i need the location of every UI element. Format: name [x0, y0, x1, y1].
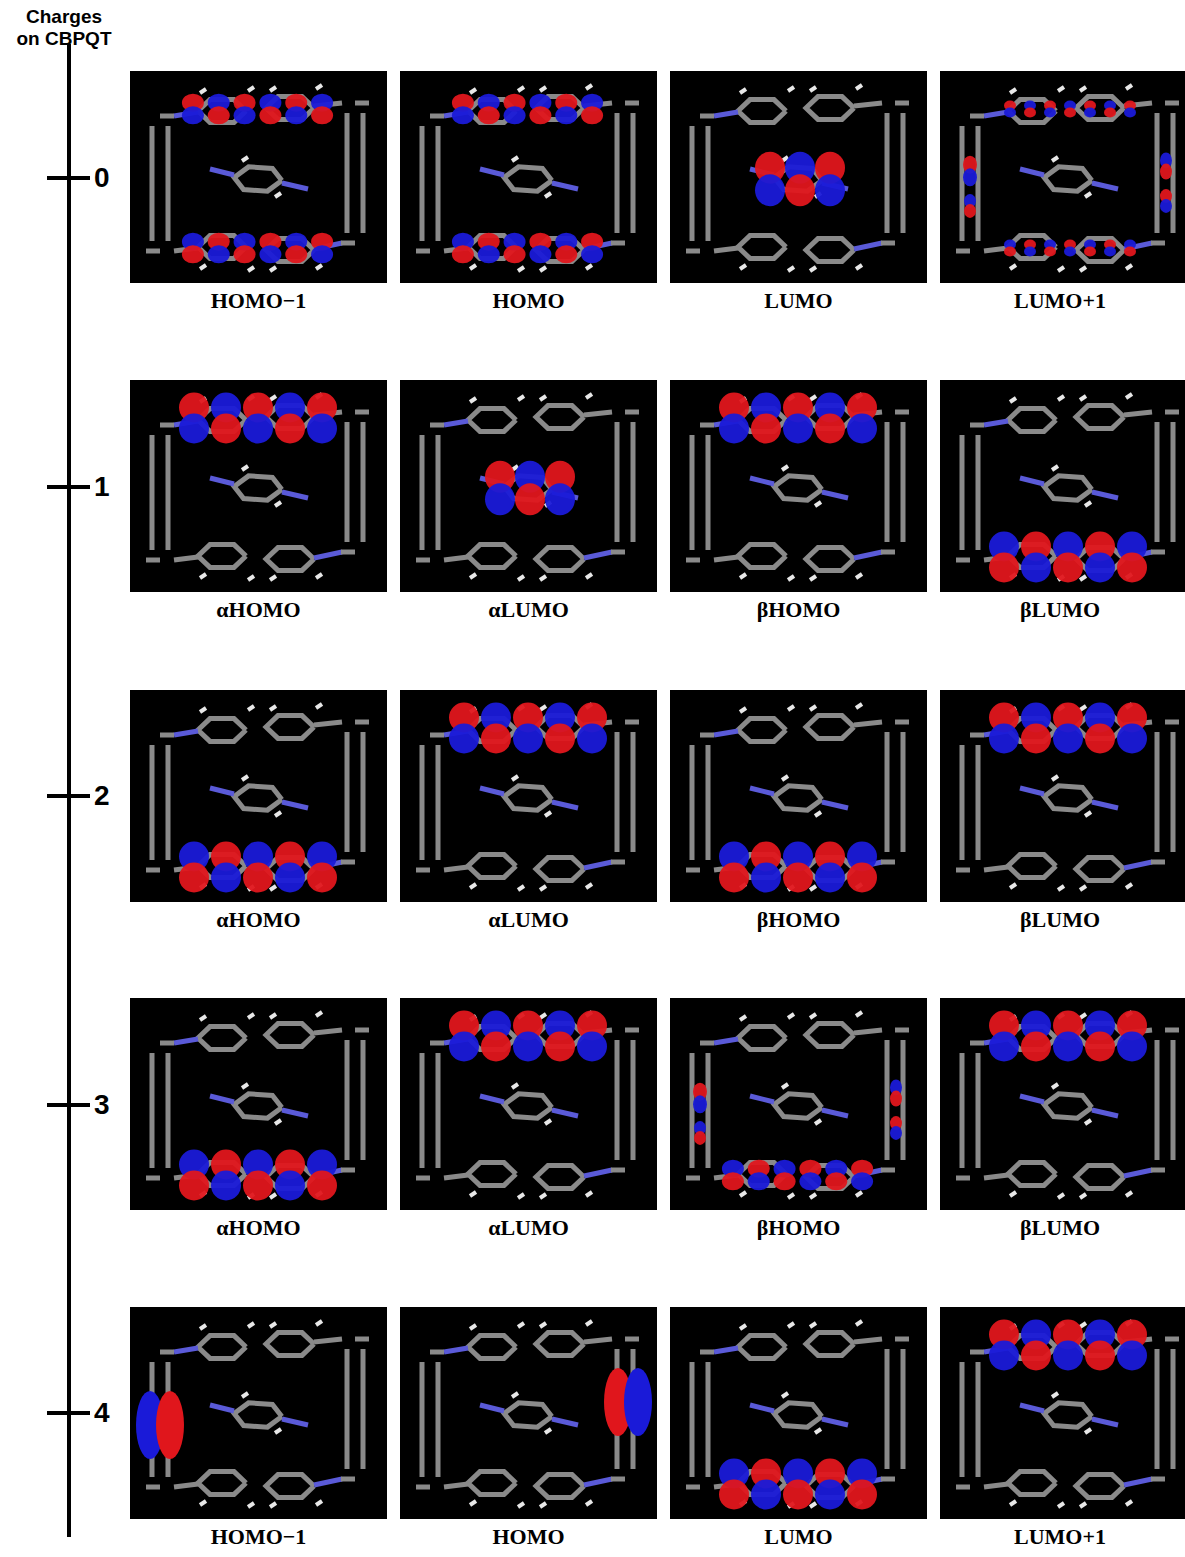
- orbital-panel: [670, 1307, 927, 1519]
- orbital-panel: [670, 380, 927, 592]
- axis-title: Charges on CBPQT: [14, 6, 114, 50]
- orbital-panel: [940, 690, 1185, 902]
- orbital-label: LUMO: [670, 289, 927, 313]
- orbital-panel: [130, 690, 387, 902]
- orbital-label: LUMO+1: [940, 289, 1180, 313]
- orbital-label: αHOMO: [130, 908, 387, 932]
- axis-tick: [47, 1411, 90, 1415]
- orbital-label: αLUMO: [400, 908, 657, 932]
- orbital-panel: [940, 1307, 1185, 1519]
- orbital-label: LUMO: [670, 1525, 927, 1549]
- orbital-label: βHOMO: [670, 908, 927, 932]
- orbital-panel: [670, 998, 927, 1210]
- orbital-label: HOMO: [400, 289, 657, 313]
- orbital-panel: [940, 380, 1185, 592]
- axis-tick: [47, 794, 90, 798]
- orbital-panel: [130, 380, 387, 592]
- tick-number: 4: [94, 1399, 124, 1427]
- orbital-panel: [670, 71, 927, 283]
- orbital-label: LUMO+1: [940, 1525, 1180, 1549]
- orbital-panel: [400, 71, 657, 283]
- orbital-label: αLUMO: [400, 598, 657, 622]
- orbital-panel: [130, 71, 387, 283]
- orbital-panel: [400, 1307, 657, 1519]
- orbital-label: HOMO−1: [130, 289, 387, 313]
- orbital-label: βLUMO: [940, 1216, 1180, 1240]
- tick-number: 1: [94, 473, 124, 501]
- orbital-panel: [130, 998, 387, 1210]
- orbital-label: HOMO−1: [130, 1525, 387, 1549]
- axis-tick: [47, 485, 90, 489]
- tick-number: 0: [94, 164, 124, 192]
- orbital-panel: [940, 998, 1185, 1210]
- orbital-label: αHOMO: [130, 598, 387, 622]
- axis-tick: [47, 1103, 90, 1107]
- orbital-label: αLUMO: [400, 1216, 657, 1240]
- orbital-label: βLUMO: [940, 908, 1180, 932]
- orbital-label: αHOMO: [130, 1216, 387, 1240]
- orbital-label: βLUMO: [940, 598, 1180, 622]
- orbital-panel: [940, 71, 1185, 283]
- orbital-panel: [400, 690, 657, 902]
- orbital-label: βHOMO: [670, 598, 927, 622]
- axis-tick: [47, 176, 90, 180]
- orbital-panel: [400, 998, 657, 1210]
- orbital-label: βHOMO: [670, 1216, 927, 1240]
- orbital-label: HOMO: [400, 1525, 657, 1549]
- orbital-panel: [130, 1307, 387, 1519]
- tick-number: 2: [94, 782, 124, 810]
- tick-number: 3: [94, 1091, 124, 1119]
- axis-line: [67, 44, 71, 1537]
- orbital-panel: [670, 690, 927, 902]
- orbital-panel: [400, 380, 657, 592]
